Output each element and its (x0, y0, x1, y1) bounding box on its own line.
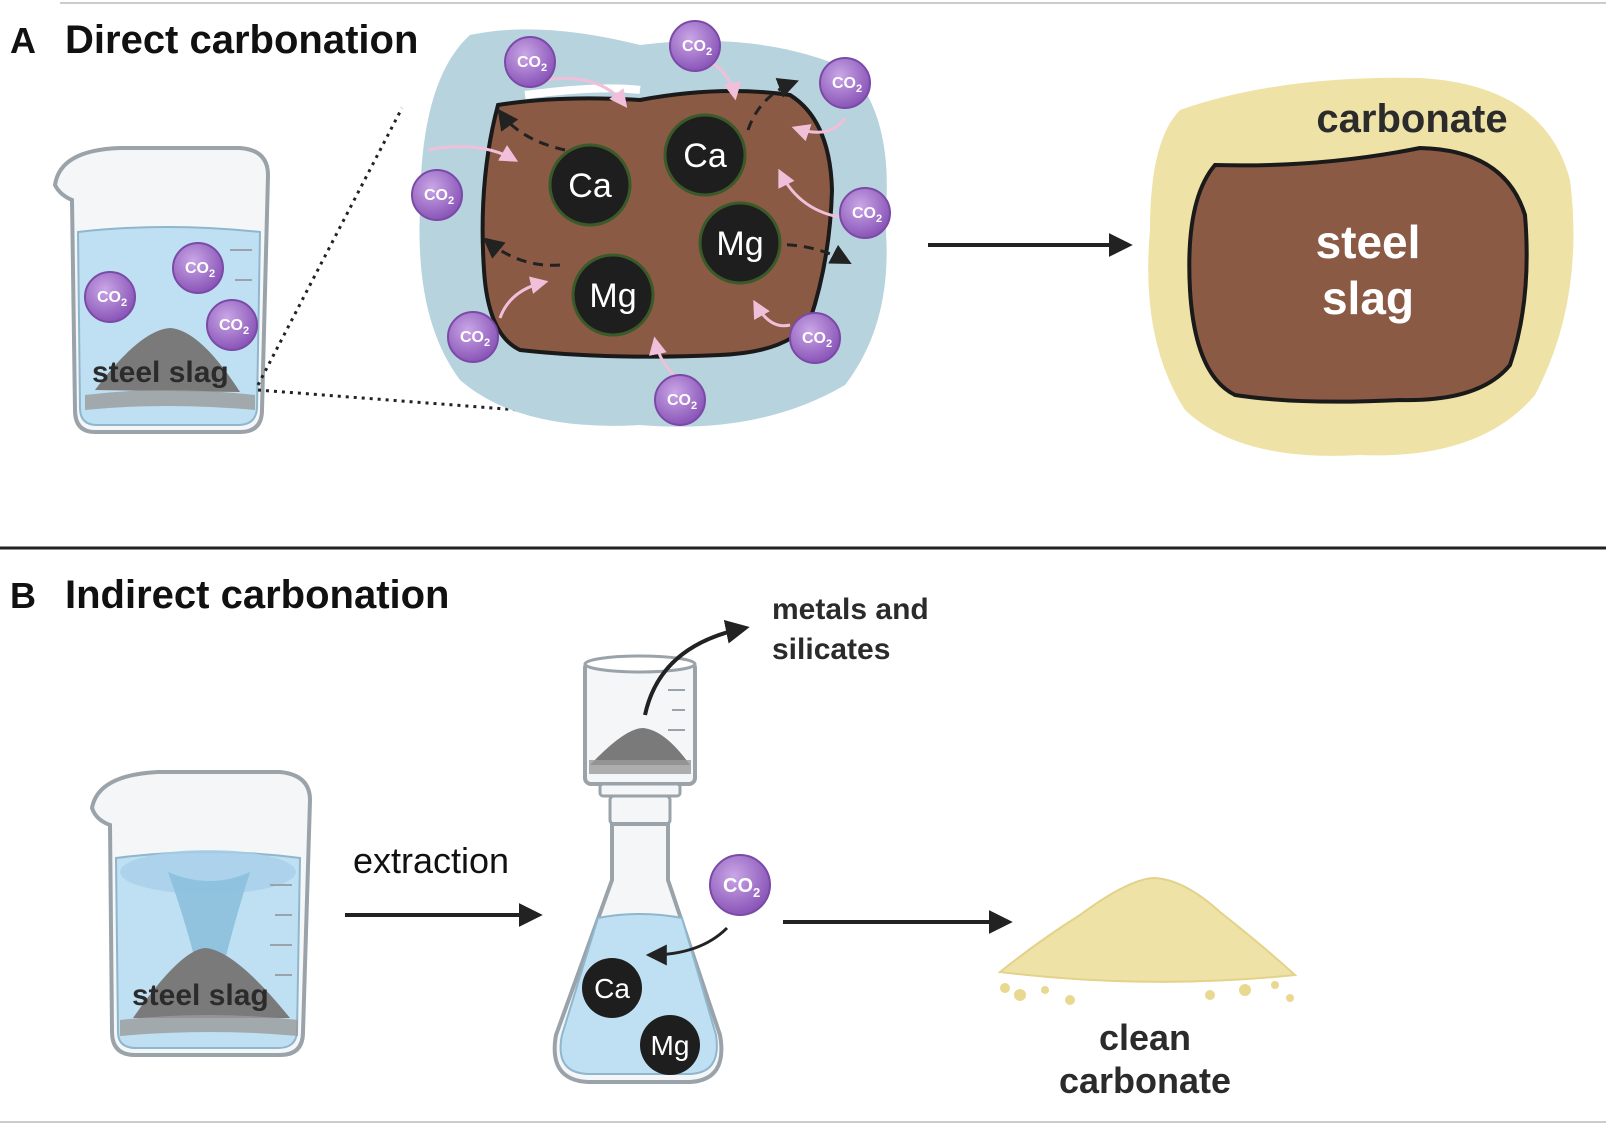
filter-funnel (583, 654, 697, 826)
co2-molecule: CO2 (819, 57, 871, 109)
slag-core (1187, 145, 1529, 404)
co2-molecule: CO2 (447, 311, 499, 363)
svg-text:Mg: Mg (589, 277, 636, 315)
panel-a-letter: A (10, 20, 36, 61)
filter-output-arrow (643, 620, 750, 716)
product-label-line1: clean (1099, 1017, 1191, 1058)
svg-text:Mg: Mg (716, 225, 763, 263)
svg-text:Ca: Ca (683, 137, 727, 175)
co2-molecule: CO2 (504, 36, 556, 88)
svg-text:Mg: Mg (651, 1030, 690, 1061)
beaker-b-label: steel slag (132, 979, 269, 1012)
svg-text:CO2: CO2 (852, 205, 882, 225)
steel-slag-label-line2: slag (1322, 272, 1414, 324)
ion-ca: Ca (548, 143, 632, 227)
panel-b-letter: B (10, 575, 36, 616)
extraction-label: extraction (353, 840, 509, 881)
svg-text:Ca: Ca (568, 167, 612, 205)
zoom-line-top (256, 107, 404, 386)
svg-text:CO2: CO2 (832, 75, 862, 95)
co2-diffusion-arrow (544, 76, 628, 108)
svg-text:CO2: CO2 (802, 330, 832, 350)
panel-a-title: Direct carbonation (65, 18, 418, 62)
co2-diffusion-arrow (778, 168, 846, 220)
co2-molecule: CO2 (654, 374, 706, 426)
product-label-line2: carbonate (1059, 1060, 1231, 1101)
co2-molecule: CO2 (411, 169, 463, 221)
slag-pile-a (95, 328, 240, 392)
svg-text:CO2: CO2 (682, 38, 712, 58)
filter-output-line1: metals and (772, 593, 929, 626)
carbonate-label: carbonate (1316, 97, 1507, 141)
co2-molecule: CO2 (172, 242, 224, 294)
slag-particle-zoom (480, 89, 835, 359)
svg-text:CO2: CO2 (517, 54, 547, 74)
co2-diffusion-arrow (498, 276, 549, 319)
ion-release-arrow (497, 108, 566, 152)
co2-molecule: CO2 (839, 187, 891, 239)
slag-pile-b (133, 948, 290, 1018)
svg-text:CO2: CO2 (460, 329, 490, 349)
co2-molecule: CO2 (84, 271, 136, 323)
ion-release-arrow (746, 78, 799, 131)
ion-mg: Mg (571, 253, 655, 337)
filter-output-line2: silicates (772, 633, 890, 666)
co2-injection-arrow (645, 926, 729, 966)
svg-text:Ca: Ca (594, 973, 630, 1004)
co2-diffusion-arrow (791, 117, 847, 142)
co2-diffusion-arrow (427, 145, 519, 162)
ion-ca: Ca (663, 113, 747, 197)
panel-b-title: Indirect carbonation (65, 573, 450, 617)
svg-text:CO2: CO2 (424, 187, 454, 207)
steel-slag-label-line1: steel (1316, 216, 1421, 268)
co2-molecule: CO2 (789, 312, 841, 364)
svg-text:CO2: CO2 (667, 392, 697, 412)
ion-ca: Ca (582, 958, 642, 1018)
svg-text:CO2: CO2 (219, 317, 249, 337)
ion-release-arrow (482, 237, 561, 267)
ion-mg: Mg (640, 1015, 700, 1075)
svg-text:CO2: CO2 (185, 260, 215, 280)
svg-text:CO2: CO2 (97, 289, 127, 309)
co2-molecule: CO2 (206, 299, 258, 351)
co2-diffusion-arrow (753, 299, 791, 328)
clean-carbonate-pile (997, 876, 1298, 1005)
co2-molecule: CO2 (709, 854, 771, 916)
beaker-a-label: steel slag (92, 356, 229, 389)
beaker-b (89, 770, 313, 1057)
svg-text:CO2: CO2 (723, 875, 760, 900)
co2-molecule: CO2 (669, 20, 721, 72)
ion-mg: Mg (698, 201, 782, 285)
